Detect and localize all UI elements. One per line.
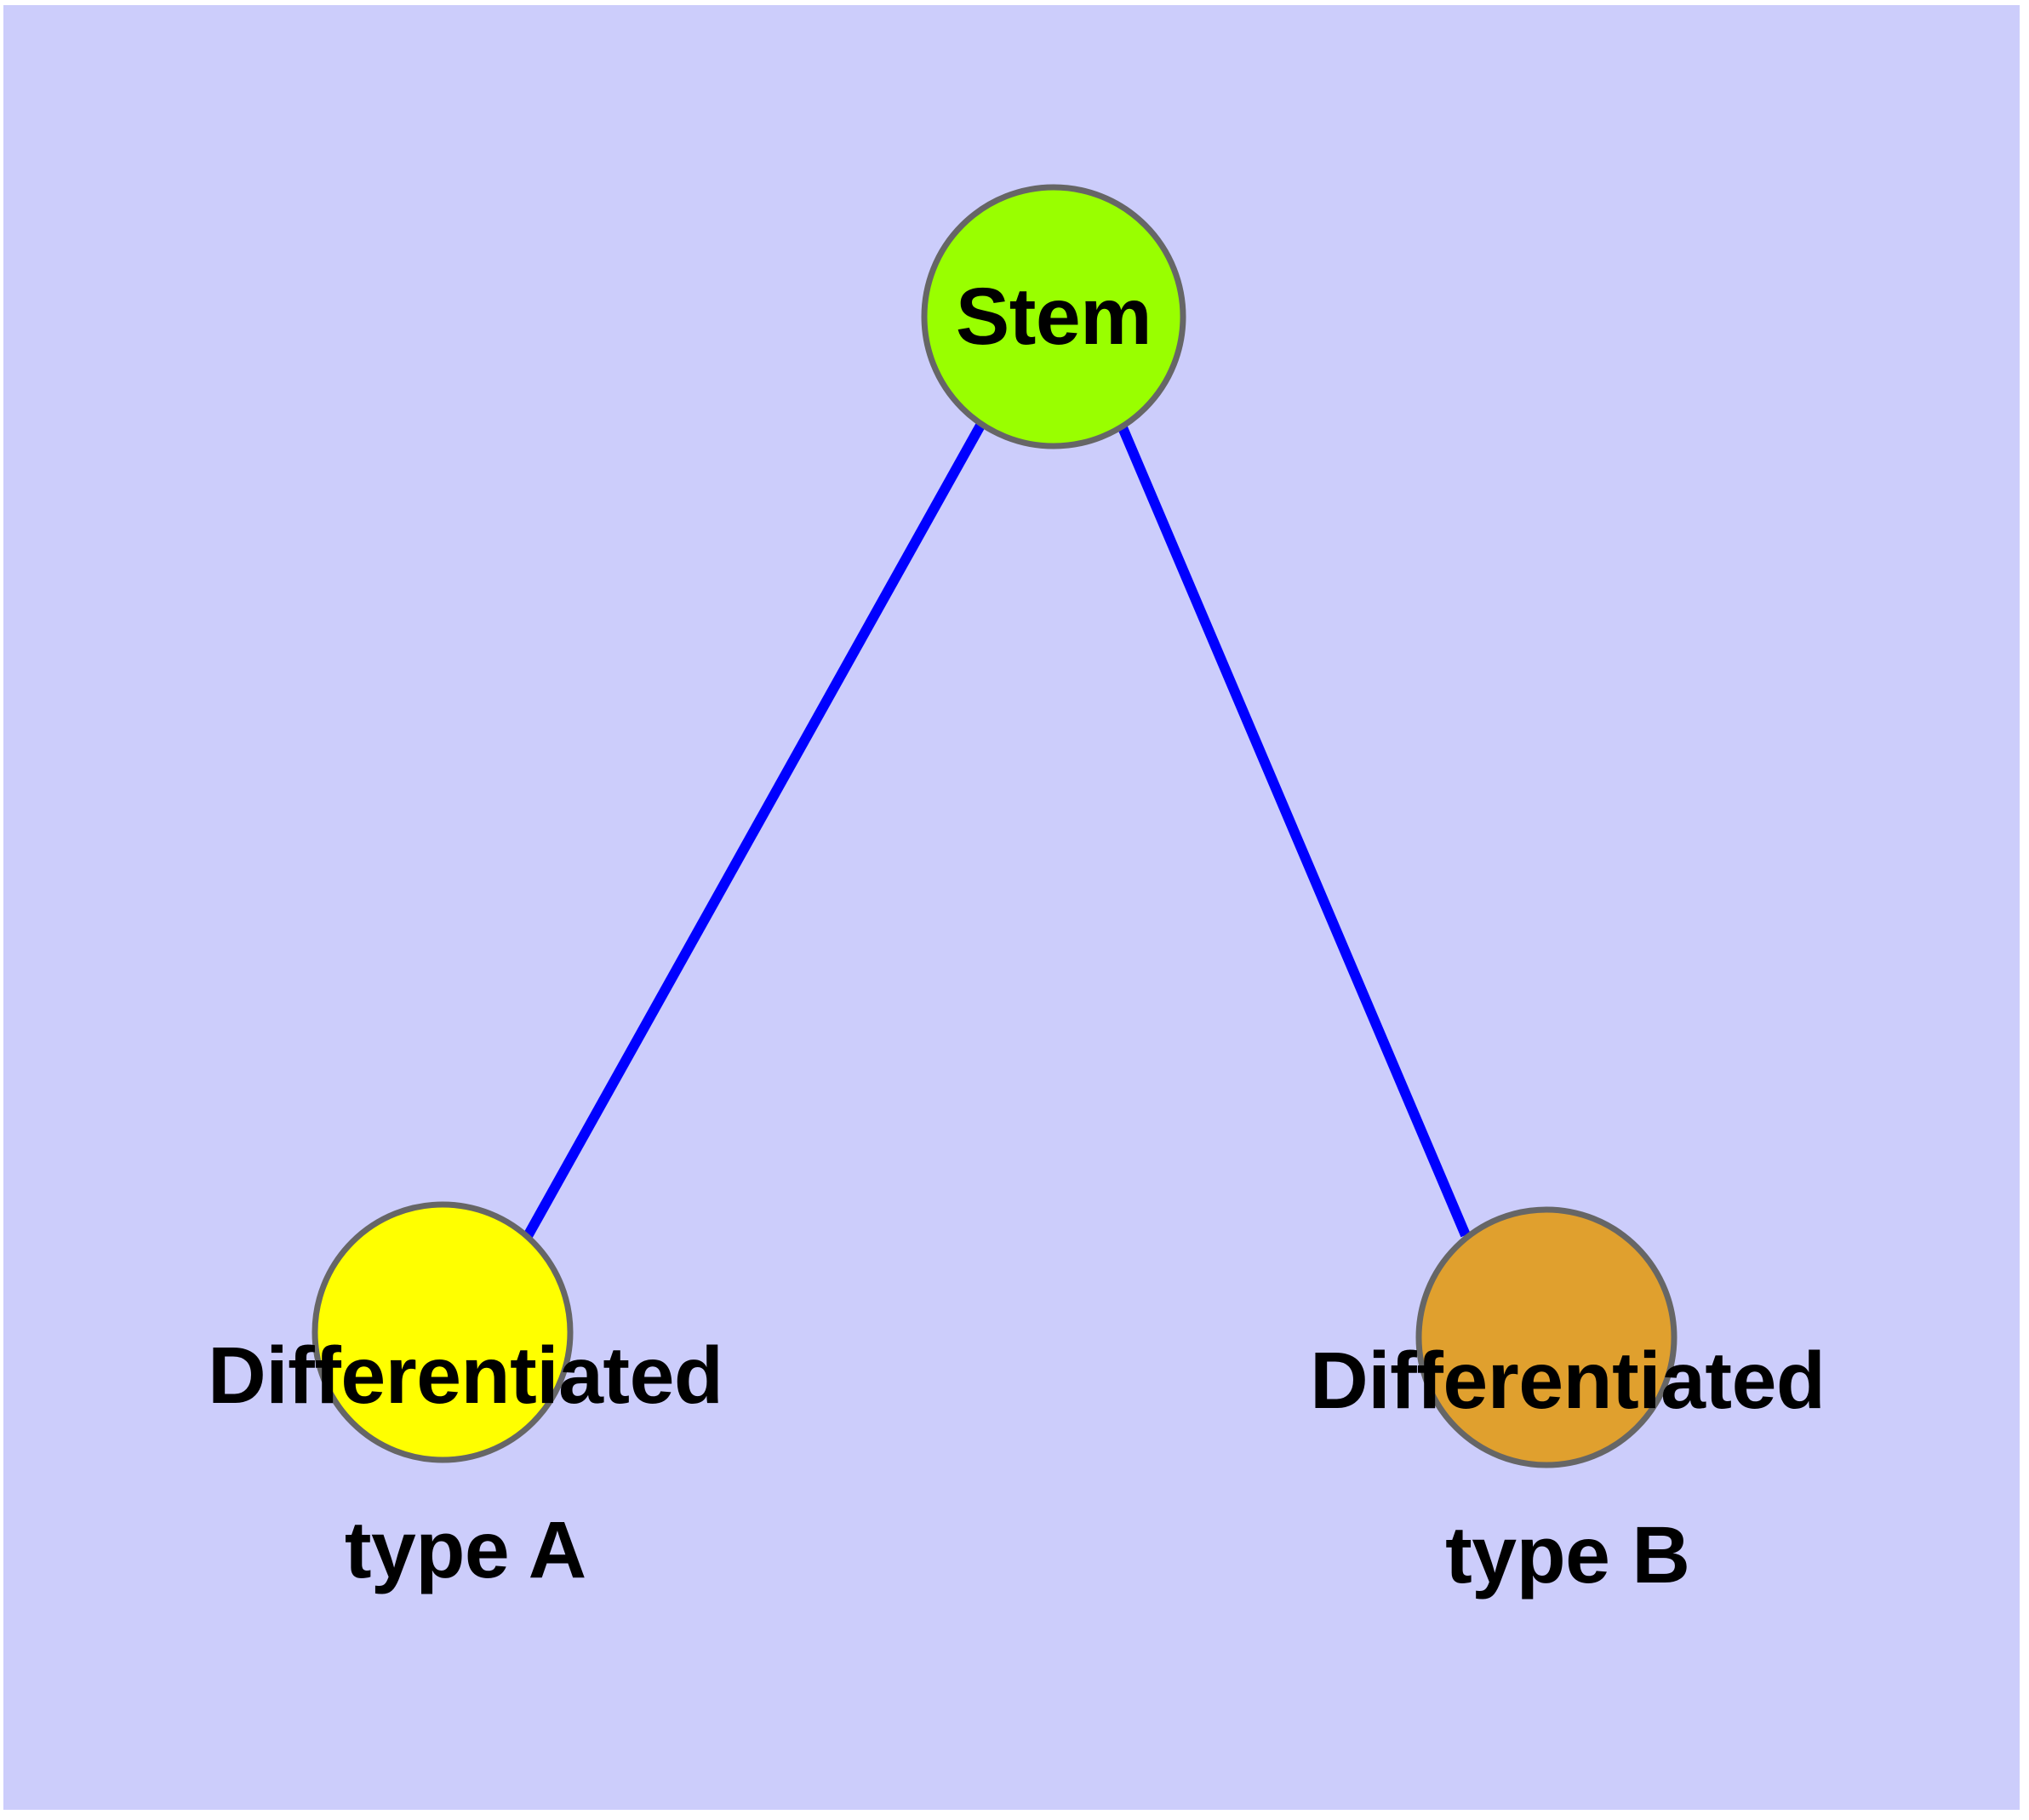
edge-stem-to-differentiated-type-a[interactable] <box>523 421 986 1239</box>
node-circle-differentiated-type-b[interactable] <box>1415 1206 1677 1468</box>
edges-group <box>523 421 1471 1239</box>
nodes-group <box>311 184 1677 1468</box>
node-circle-stem[interactable] <box>921 184 1186 449</box>
edge-stem-to-differentiated-type-b[interactable] <box>1117 423 1471 1238</box>
node-circle-differentiated-type-a[interactable] <box>311 1201 574 1463</box>
